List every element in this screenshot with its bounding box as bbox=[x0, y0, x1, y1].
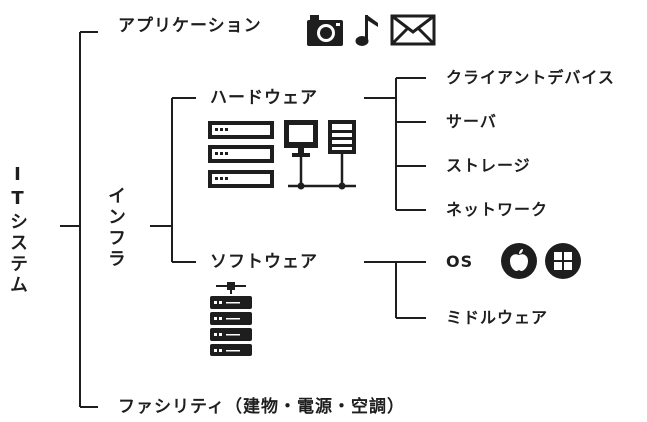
application-label: アプリケーション bbox=[118, 16, 262, 36]
mail-icon bbox=[390, 14, 436, 46]
hardware-child-server: サーバ bbox=[446, 112, 497, 131]
windows-icon bbox=[545, 243, 581, 279]
software-label: ソフトウェア bbox=[210, 252, 318, 272]
facility-label: ファシリティ（建物・電源・空調） bbox=[118, 397, 405, 417]
infra-label: インフラ bbox=[105, 186, 126, 270]
hardware-child-client-device: クライアントデバイス bbox=[446, 68, 615, 87]
apple-icon bbox=[501, 243, 537, 279]
camera-icon bbox=[307, 15, 343, 46]
software-child-middleware: ミドルウェア bbox=[446, 308, 549, 327]
hardware-network-icon bbox=[208, 120, 356, 190]
hardware-child-network: ネットワーク bbox=[446, 200, 549, 219]
root-label: ITシステム bbox=[7, 164, 28, 296]
hardware-label: ハードウェア bbox=[210, 88, 318, 108]
software-child-os: OS bbox=[446, 252, 474, 271]
server-stack-icon bbox=[210, 282, 252, 356]
music-note-icon bbox=[355, 15, 378, 46]
hardware-child-storage: ストレージ bbox=[446, 156, 531, 175]
